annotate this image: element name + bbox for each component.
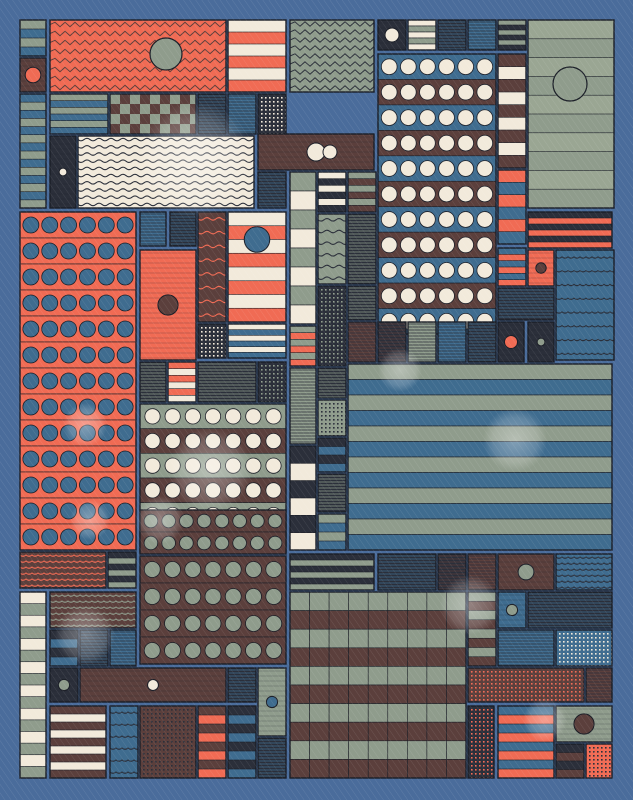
bokeh-spot	[70, 500, 110, 540]
bokeh-spot	[168, 428, 252, 512]
bokeh-spot	[483, 408, 547, 472]
bokeh-spot	[63, 403, 107, 447]
bokeh-spot	[137, 102, 253, 218]
bokeh-spot	[523, 698, 567, 742]
bokeh-spot	[440, 575, 500, 635]
bokeh-spot	[55, 605, 115, 665]
bokeh-spot	[136, 496, 184, 544]
bokeh-spot	[378, 348, 422, 392]
bokeh-layer	[55, 102, 567, 742]
